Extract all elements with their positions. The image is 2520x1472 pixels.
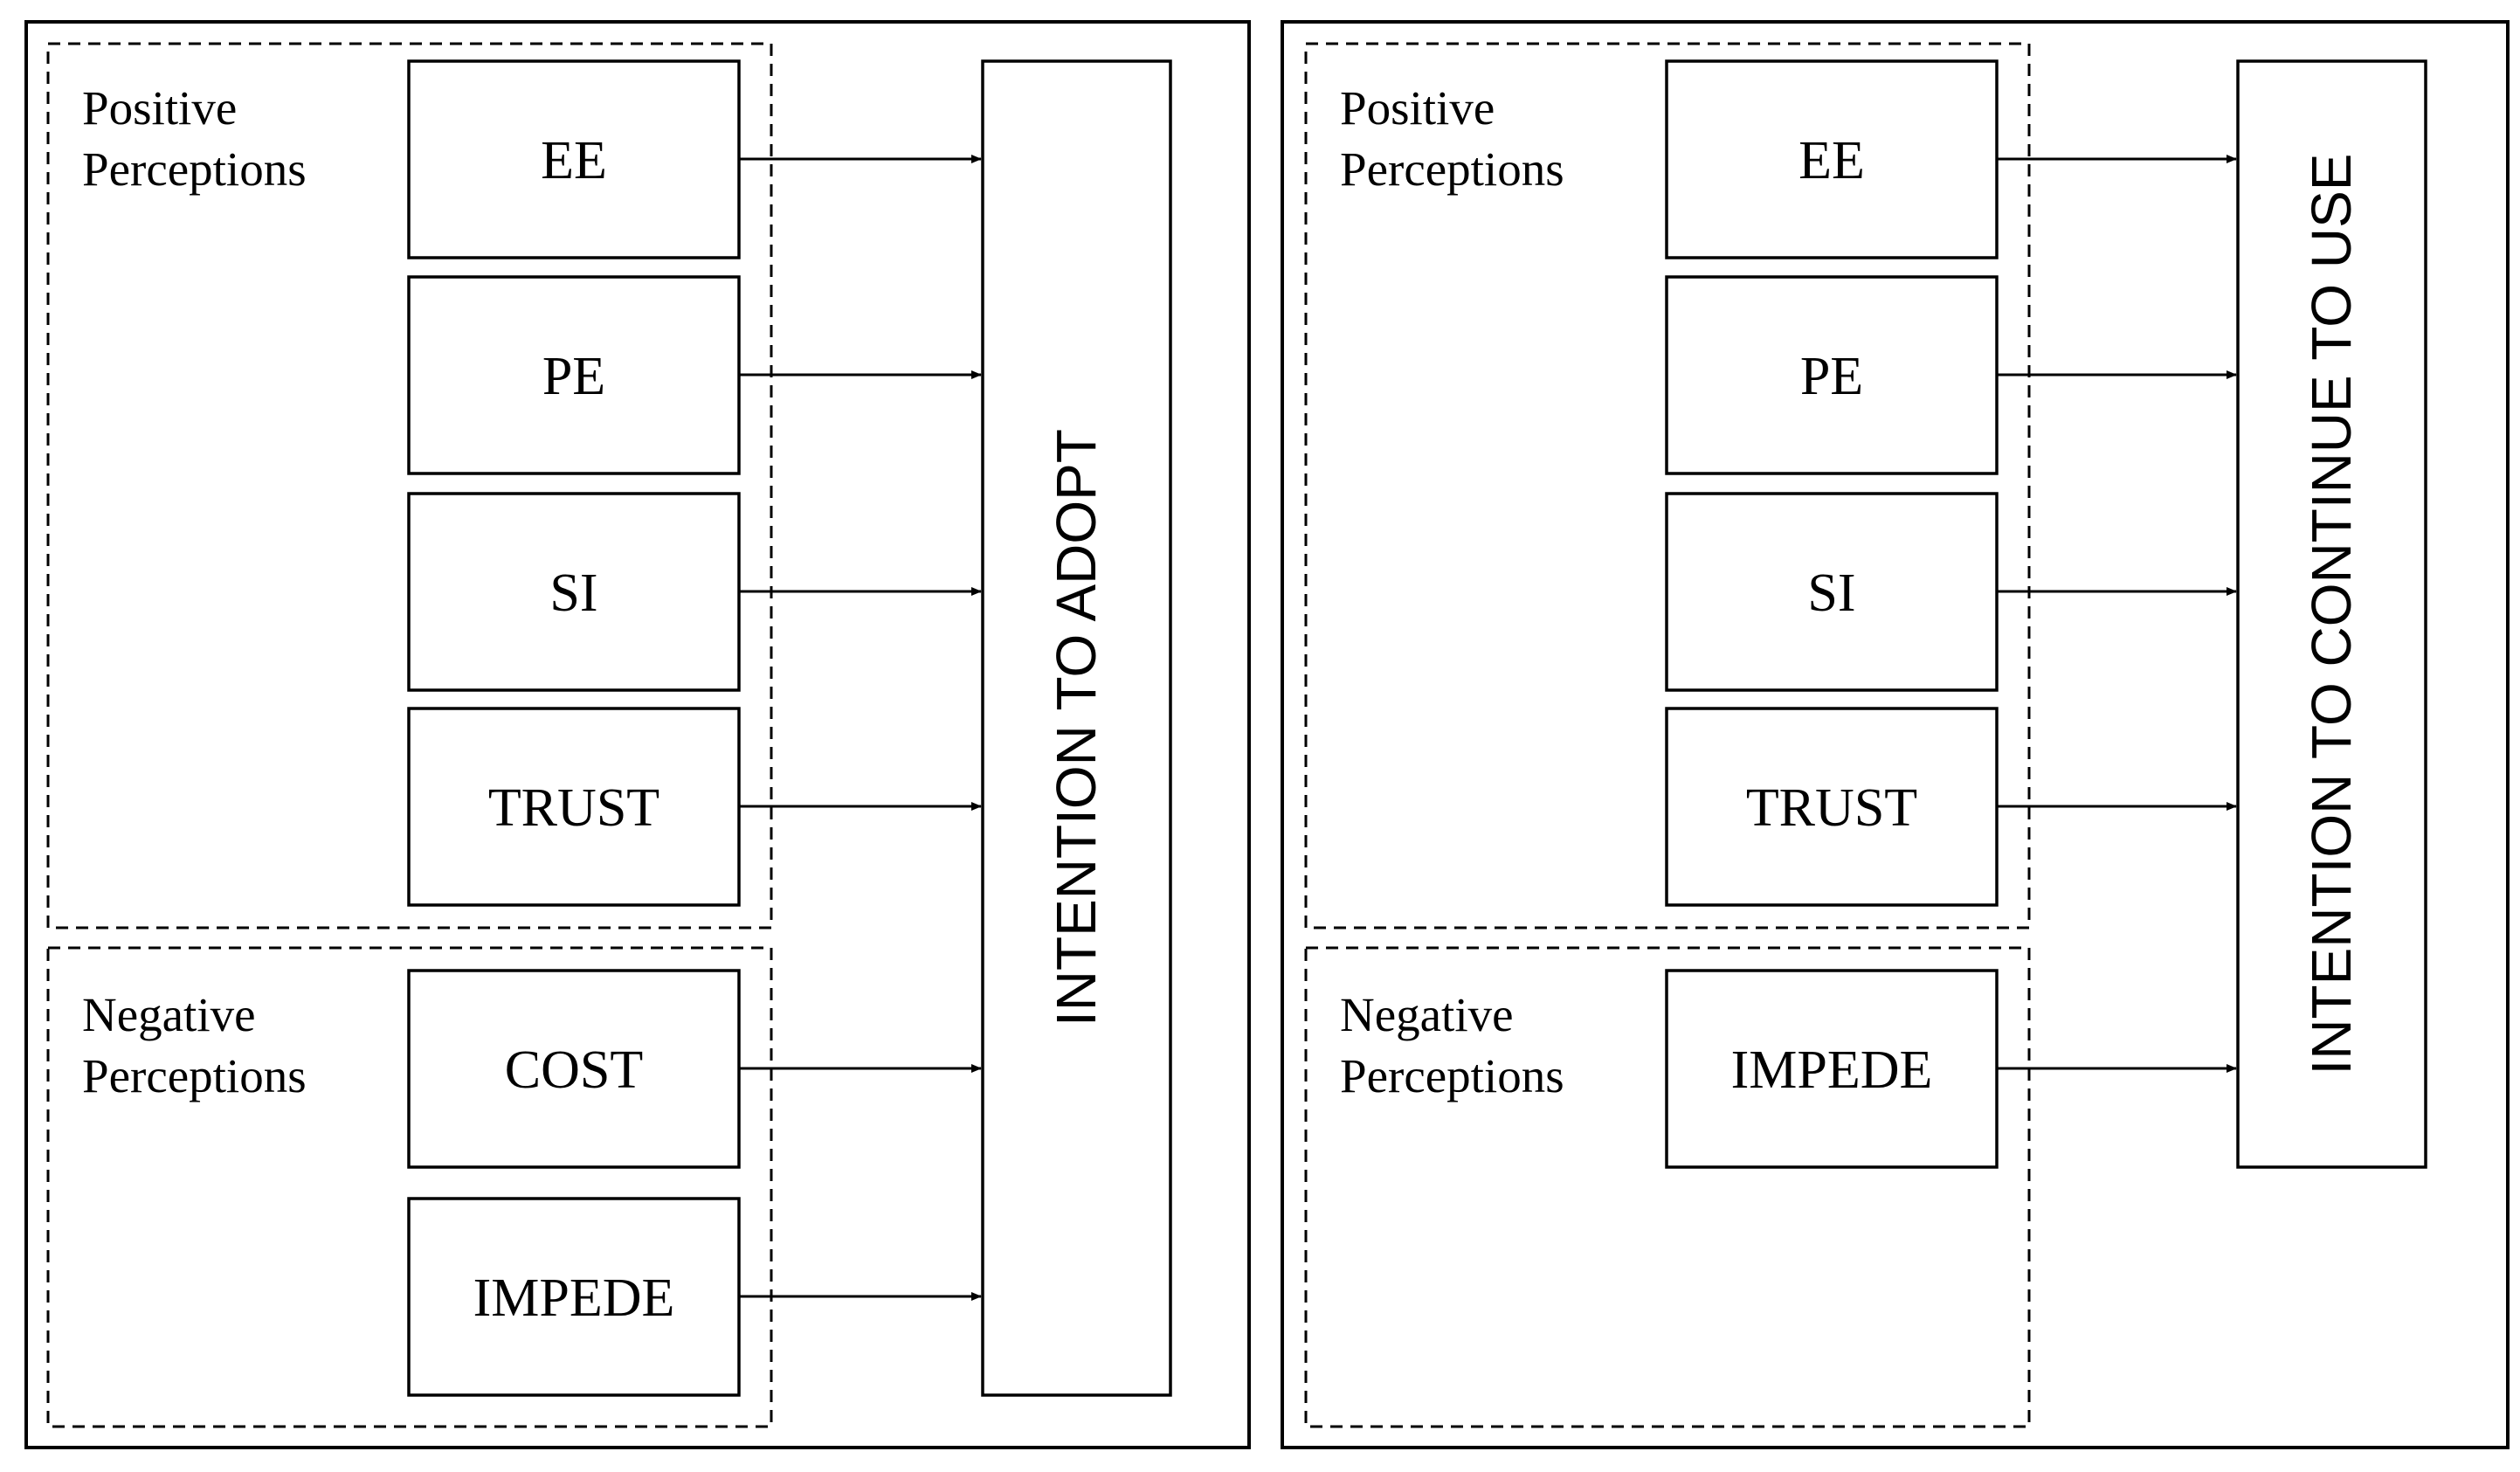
construct-trust-label: TRUST	[488, 778, 659, 838]
adoption-model-panel: Positive Perceptions Negative Perception…	[24, 20, 1251, 1449]
construct-si: SI	[407, 492, 982, 692]
construct-si-label: SI	[549, 563, 597, 623]
construct-impede-box	[407, 1197, 741, 1397]
outcome-continue-label: INTENTION TO CONTINUE TO USE	[2300, 154, 2363, 1075]
construct-ee-label: EE	[1799, 131, 1865, 190]
construct-cost: COST	[407, 969, 982, 1169]
construct-impede-label: IMPEDE	[473, 1268, 675, 1328]
construct-trust: TRUST	[1665, 707, 2237, 907]
positive-perceptions-label: Positive Perceptions	[1340, 81, 1564, 196]
outcome-intention-to-adopt: INTENTION TO ADOPT	[981, 59, 1172, 1397]
continuance-panel-frame	[1281, 20, 2510, 1449]
positive-perceptions-label: Positive Perceptions	[82, 81, 307, 196]
outcome-continue-box	[2236, 59, 2427, 1169]
construct-impede-box	[1665, 969, 1999, 1169]
construct-si-box	[1665, 492, 1999, 692]
construct-pe: PE	[1665, 275, 2237, 475]
continuance-model-panel: Positive Perceptions Negative Perception…	[1281, 20, 2510, 1449]
construct-ee: EE	[407, 59, 982, 259]
construct-trust-box	[1665, 707, 1999, 907]
construct-si-box	[407, 492, 741, 692]
outcome-adopt-label: INTENTION TO ADOPT	[1045, 429, 1108, 1026]
construct-trust-box	[407, 707, 741, 907]
construct-cost-label: COST	[505, 1040, 643, 1100]
negative-perceptions-group	[46, 946, 773, 1428]
construct-pe-label: PE	[1800, 347, 1863, 406]
outcome-intention-to-continue: INTENTION TO CONTINUE TO USE	[2236, 59, 2427, 1169]
construct-impede: IMPEDE	[407, 1197, 982, 1397]
construct-pe-label: PE	[542, 347, 605, 406]
construct-si: SI	[1665, 492, 2237, 692]
positive-perceptions-group	[46, 42, 773, 930]
construct-pe-box	[1665, 275, 1999, 475]
construct-cost-box	[407, 969, 741, 1169]
construct-trust-label: TRUST	[1746, 778, 1917, 838]
construct-ee-box	[407, 59, 741, 259]
outcome-adopt-box	[981, 59, 1172, 1397]
negative-perceptions-label: Negative Perceptions	[82, 988, 307, 1102]
construct-si-label: SI	[1807, 563, 1855, 623]
positive-perceptions-group	[1304, 42, 2031, 930]
negative-perceptions-label: Negative Perceptions	[1340, 988, 1564, 1102]
construct-ee: EE	[1665, 59, 2237, 259]
negative-perceptions-group	[1304, 946, 2031, 1428]
adoption-panel-frame	[24, 20, 1251, 1449]
construct-pe: PE	[407, 275, 982, 475]
construct-impede-label: IMPEDE	[1731, 1040, 1933, 1100]
construct-pe-box	[407, 275, 741, 475]
construct-trust: TRUST	[407, 707, 982, 907]
construct-impede: IMPEDE	[1665, 969, 2237, 1169]
construct-ee-label: EE	[541, 131, 607, 190]
